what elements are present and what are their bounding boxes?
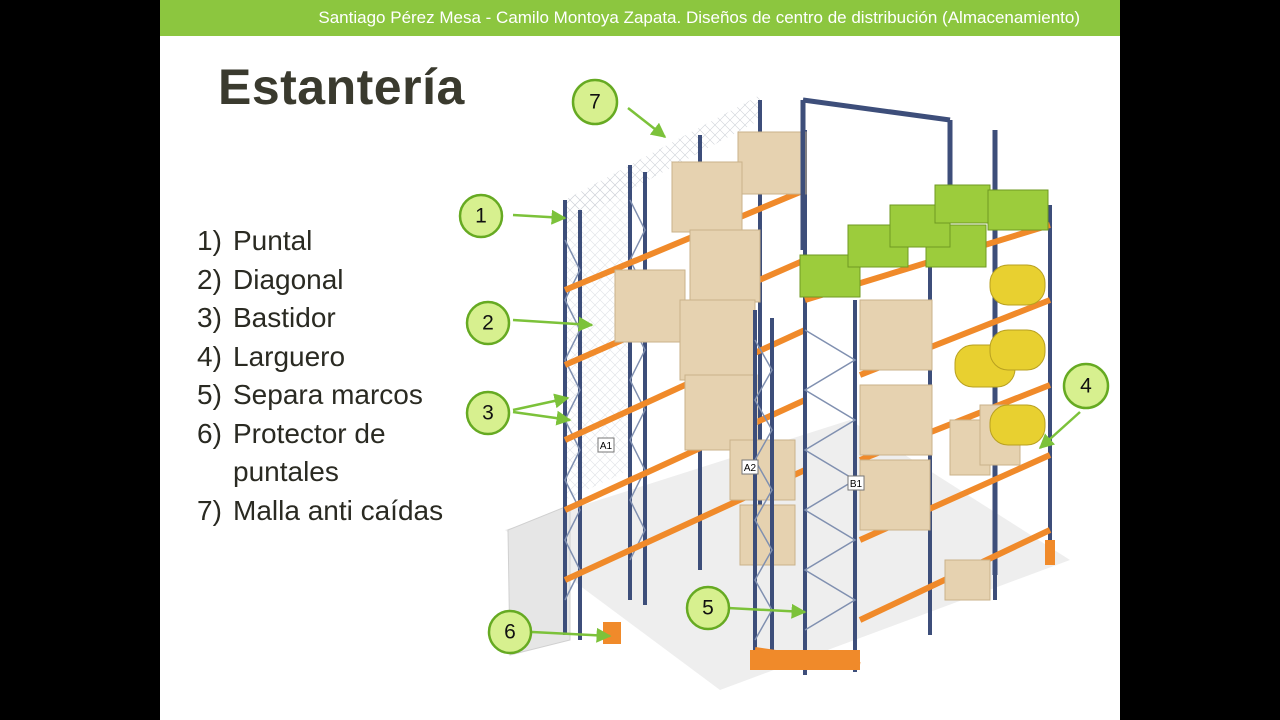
rack-label-a1: A1 <box>600 441 613 452</box>
list-number: 7) <box>197 494 222 526</box>
rack-labels: A1 A2 B1 <box>597 437 865 491</box>
list-number: 1) <box>197 225 222 256</box>
svg-text:6: 6 <box>504 621 516 644</box>
rack-label-a2: A2 <box>744 463 757 474</box>
callout-arrows <box>512 107 1081 643</box>
rack-illustration: A1 A2 B1 1 2 3 4 5 6 7 <box>458 78 1110 690</box>
svg-text:7: 7 <box>589 91 601 114</box>
list-item: 5) Separa marcos <box>197 376 443 415</box>
parts-list: 1) Puntal 2) Diagonal 3) Bastidor 4) Larguer… <box>197 222 443 530</box>
svg-text:5: 5 <box>702 597 714 620</box>
list-item: 2) Diagonal <box>197 261 443 300</box>
list-item: 6) Protector de puntales <box>197 415 443 492</box>
list-label: Malla anti caídas <box>233 494 444 526</box>
callout-7: 7 <box>571 78 619 126</box>
list-number: 5) <box>197 379 222 410</box>
list-label: Bastidor <box>233 302 336 333</box>
rack-right-boxes <box>859 299 1021 601</box>
list-item: 4) Larguero <box>197 338 443 377</box>
list-number: 6) <box>197 417 222 449</box>
yellow-drums <box>954 264 1046 446</box>
list-label: Separa marcos <box>233 379 423 410</box>
callout-1: 1 <box>458 193 504 239</box>
list-number: 3) <box>197 302 222 333</box>
svg-text:3: 3 <box>482 402 494 425</box>
green-containers <box>799 184 1049 298</box>
list-item: 1) Puntal <box>197 222 443 261</box>
list-label: Larguero <box>233 340 346 372</box>
rack-left-boxes <box>614 131 807 566</box>
svg-text:2: 2 <box>482 312 494 335</box>
callout-2: 2 <box>465 300 511 346</box>
list-label: Puntal <box>233 225 313 256</box>
svg-text:4: 4 <box>1080 375 1092 398</box>
list-number: 2) <box>197 263 222 295</box>
callout-4: 4 <box>1062 362 1110 410</box>
slide: Santiago Pérez Mesa - Camilo Montoya Zap… <box>160 0 1120 720</box>
page-title: Estantería <box>218 59 465 115</box>
callout-5: 5 <box>685 585 731 631</box>
rack-label-b1: B1 <box>850 479 863 490</box>
list-label: Protector de puntales <box>233 417 386 488</box>
list-item: 7) Malla anti caídas <box>197 492 443 531</box>
list-number: 4) <box>197 340 222 372</box>
callout-3: 3 <box>465 390 511 436</box>
header-bar: Santiago Pérez Mesa - Camilo Montoya Zap… <box>160 0 1120 36</box>
svg-text:1: 1 <box>475 205 487 228</box>
list-item: 3) Bastidor <box>197 299 443 338</box>
list-label: Diagonal <box>233 263 344 295</box>
callout-6: 6 <box>487 609 533 655</box>
